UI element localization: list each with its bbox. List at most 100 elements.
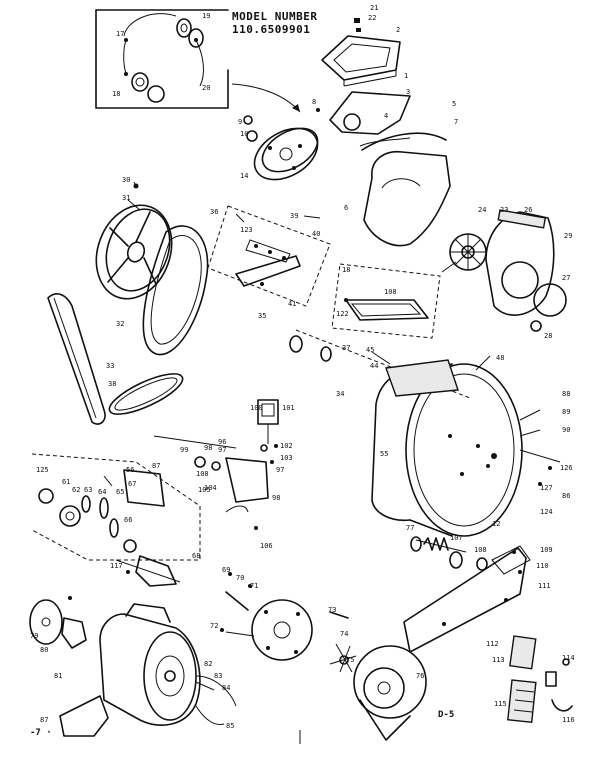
idler-arm <box>220 572 252 632</box>
callout: 14 <box>240 172 248 180</box>
drive-motor <box>59 603 237 737</box>
callout: 85 <box>226 722 234 730</box>
lint-filter <box>321 18 401 87</box>
callout: 107 <box>450 534 463 542</box>
callout: 28 <box>544 332 552 340</box>
callout: 48 <box>496 354 504 362</box>
callout: 44 <box>370 362 378 370</box>
callout: 18 <box>342 266 350 274</box>
drive-belts <box>47 225 209 425</box>
callout: 41 <box>288 300 296 308</box>
model-number-label: MODEL NUMBER 110.6509901 <box>232 10 317 36</box>
callout: 10 <box>240 130 248 138</box>
callout: 123 <box>240 226 253 234</box>
inset-seal-detail <box>95 9 229 109</box>
door-latch <box>507 635 573 724</box>
callout: 12 <box>492 520 500 528</box>
model-number-heading: MODEL NUMBER <box>232 10 318 23</box>
callout: 38 <box>108 380 116 388</box>
callout: 72 <box>210 622 218 630</box>
callout: 108 <box>196 470 209 478</box>
callout: 96 <box>218 438 226 446</box>
callout: 77 <box>406 524 414 532</box>
heater-box <box>331 263 441 339</box>
callout: 76 <box>416 672 424 680</box>
callout: 62 <box>72 486 80 494</box>
callout: 6 <box>344 204 348 212</box>
callout: 68 <box>192 552 200 560</box>
callout: 9 <box>238 118 242 126</box>
blower-cover <box>485 209 567 332</box>
callout: 97 <box>218 446 226 454</box>
callout: 26 <box>524 206 532 214</box>
callout: 90 <box>562 426 570 434</box>
callout: 35 <box>258 312 266 320</box>
callout: 81 <box>54 672 62 680</box>
door-spring <box>410 536 488 571</box>
callout: 73 <box>328 606 336 614</box>
callout: 20 <box>202 84 210 92</box>
callout: 45 <box>366 346 374 354</box>
callout: 102 <box>280 442 293 450</box>
callout: 24 <box>478 206 486 214</box>
callout: 125 <box>36 466 49 474</box>
callout: 65 <box>116 488 124 496</box>
callout: 69 <box>222 566 230 574</box>
callout: 74 <box>340 630 348 638</box>
callout: 113 <box>492 656 505 664</box>
callout: 8 <box>312 98 316 106</box>
callout: 108 <box>474 546 487 554</box>
callout: 40 <box>312 230 320 238</box>
motor-pulley <box>29 596 87 649</box>
seal-ring-top <box>176 18 204 48</box>
drum-pulley <box>95 183 173 300</box>
callout: 63 <box>84 486 92 494</box>
duct-plate <box>316 91 411 135</box>
callout: 56 <box>126 466 134 474</box>
tumbler-drum <box>371 359 523 537</box>
callout: 87 <box>152 462 160 470</box>
blower-wheel <box>449 233 487 271</box>
callout: 117 <box>110 562 123 570</box>
drive-shaft-group <box>31 453 201 587</box>
callout: 106 <box>260 542 273 550</box>
callout: 71 <box>250 582 258 590</box>
callout: 70 <box>236 574 244 582</box>
callout: 3 <box>406 88 410 96</box>
callout: 67 <box>128 480 136 488</box>
callout: 126 <box>560 464 573 472</box>
callout: 127 <box>540 484 553 492</box>
callout: 114 <box>562 654 575 662</box>
callout: 7 <box>454 118 458 126</box>
callout: 122 <box>336 310 349 318</box>
callout: 29 <box>564 232 572 240</box>
callout: 31 <box>122 194 130 202</box>
callout: 1 <box>404 72 408 80</box>
motor-end-plate <box>225 599 313 661</box>
callout: 98 <box>272 494 280 502</box>
callout: 111 <box>538 582 551 590</box>
callout: 101 <box>282 404 295 412</box>
callout: 32 <box>116 320 124 328</box>
callout: 22 <box>368 14 376 22</box>
callout: 5 <box>452 100 456 108</box>
idler-pulley <box>243 115 319 181</box>
callout: 19 <box>202 12 210 20</box>
idler-bracket <box>207 205 331 307</box>
callout: 98 <box>204 444 212 452</box>
callout: 23 <box>500 206 508 214</box>
callout: 61 <box>62 478 70 486</box>
callout: 105 <box>198 486 211 494</box>
callout: 2 <box>396 26 400 34</box>
callout: 66 <box>124 516 132 524</box>
leader-lines <box>103 181 561 744</box>
callout: 33 <box>106 362 114 370</box>
callout: 86 <box>562 492 570 500</box>
callout: 103 <box>280 454 293 462</box>
blower-housing <box>359 132 451 247</box>
callout: 84 <box>222 684 230 692</box>
callout: 17 <box>116 30 124 38</box>
model-number-value: 110.6509901 <box>232 23 311 36</box>
